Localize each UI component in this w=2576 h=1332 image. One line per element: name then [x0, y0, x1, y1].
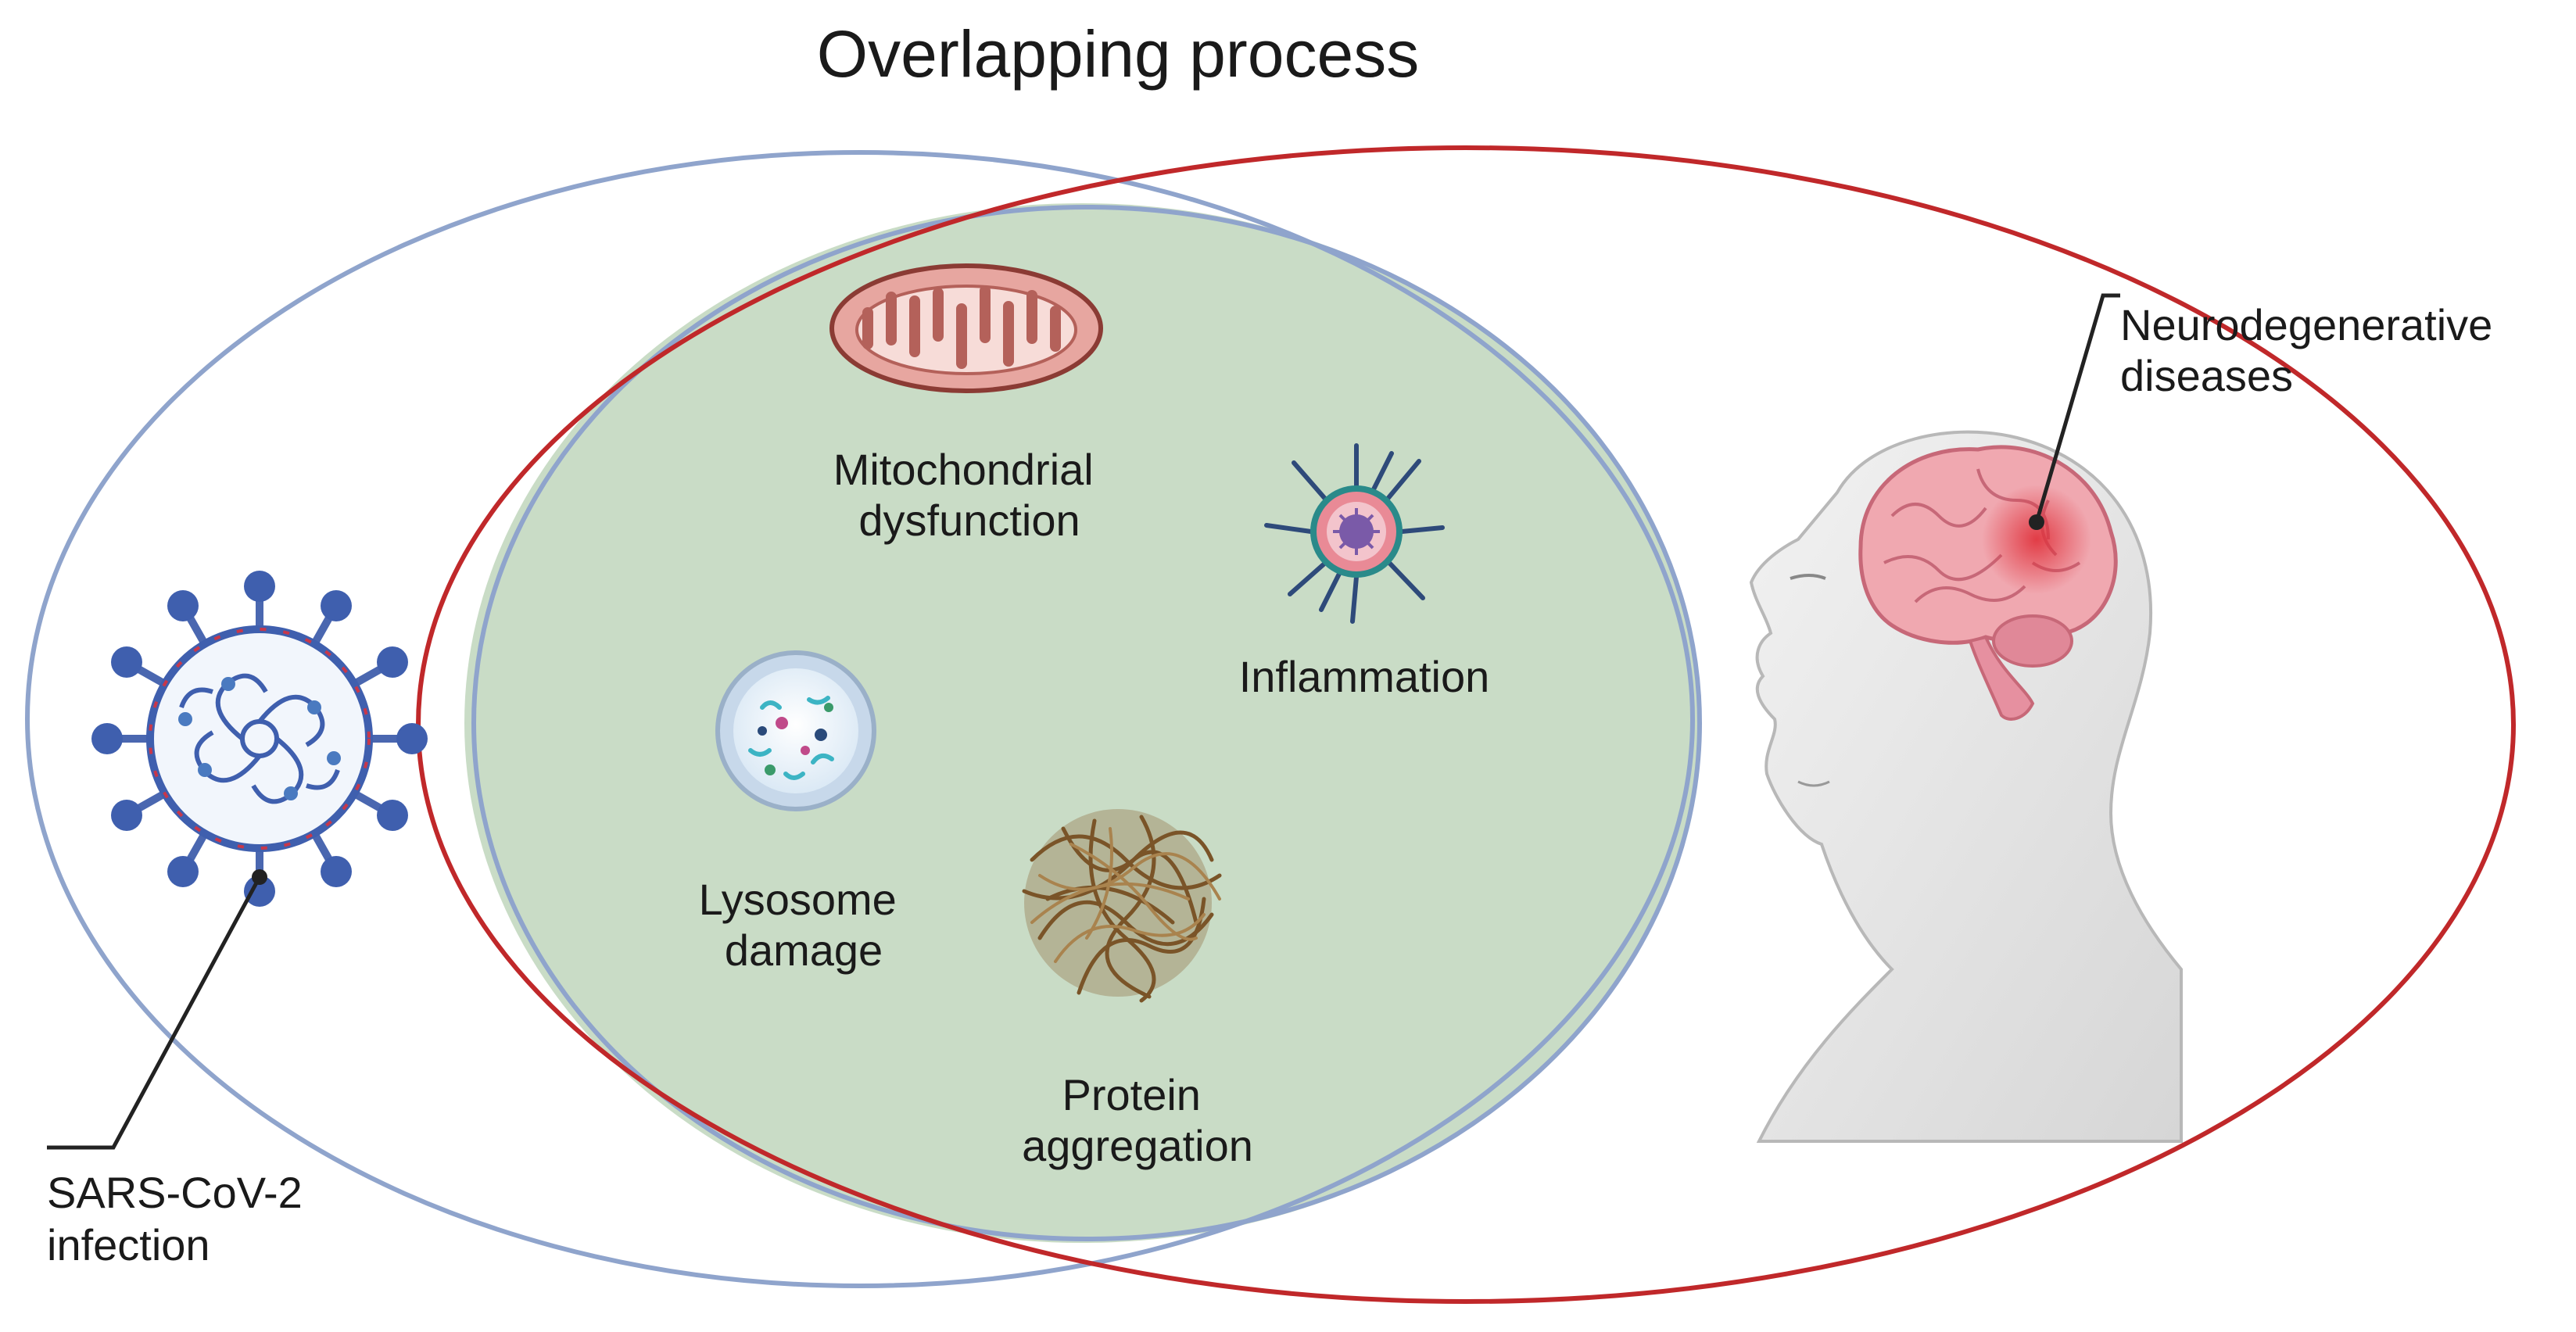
neurodegenerative-set-label: Neurodegenerative diseases — [2120, 300, 2505, 400]
overlap-region — [464, 203, 1700, 1243]
process-label-inflammation: Inflammation — [1239, 652, 1490, 701]
brain-icon — [1858, 445, 2118, 721]
process-label-protein: Protein aggregation — [1022, 1070, 1253, 1170]
inflammasome-icon — [1264, 443, 1445, 624]
lysosome-icon — [715, 650, 876, 811]
overlap-region-edge — [471, 205, 1702, 1241]
mitochondrion-icon — [829, 263, 1103, 393]
virus-icon — [91, 571, 428, 907]
process-label-mitochondrial: Mitochondrial dysfunction — [833, 445, 1106, 545]
protein-aggregate-icon — [1022, 809, 1222, 1003]
diagram-title: Overlapping process — [817, 17, 1419, 91]
process-label-lysosome: Lysosome damage — [699, 875, 909, 975]
neurodegenerative-leader-line — [2029, 293, 2120, 530]
sars-cov-2-leader-line — [47, 869, 267, 1150]
sars-cov-2-set-label: SARS-CoV-2 infection — [47, 1168, 314, 1269]
sars-cov-2-set-ellipse — [25, 150, 1695, 1288]
